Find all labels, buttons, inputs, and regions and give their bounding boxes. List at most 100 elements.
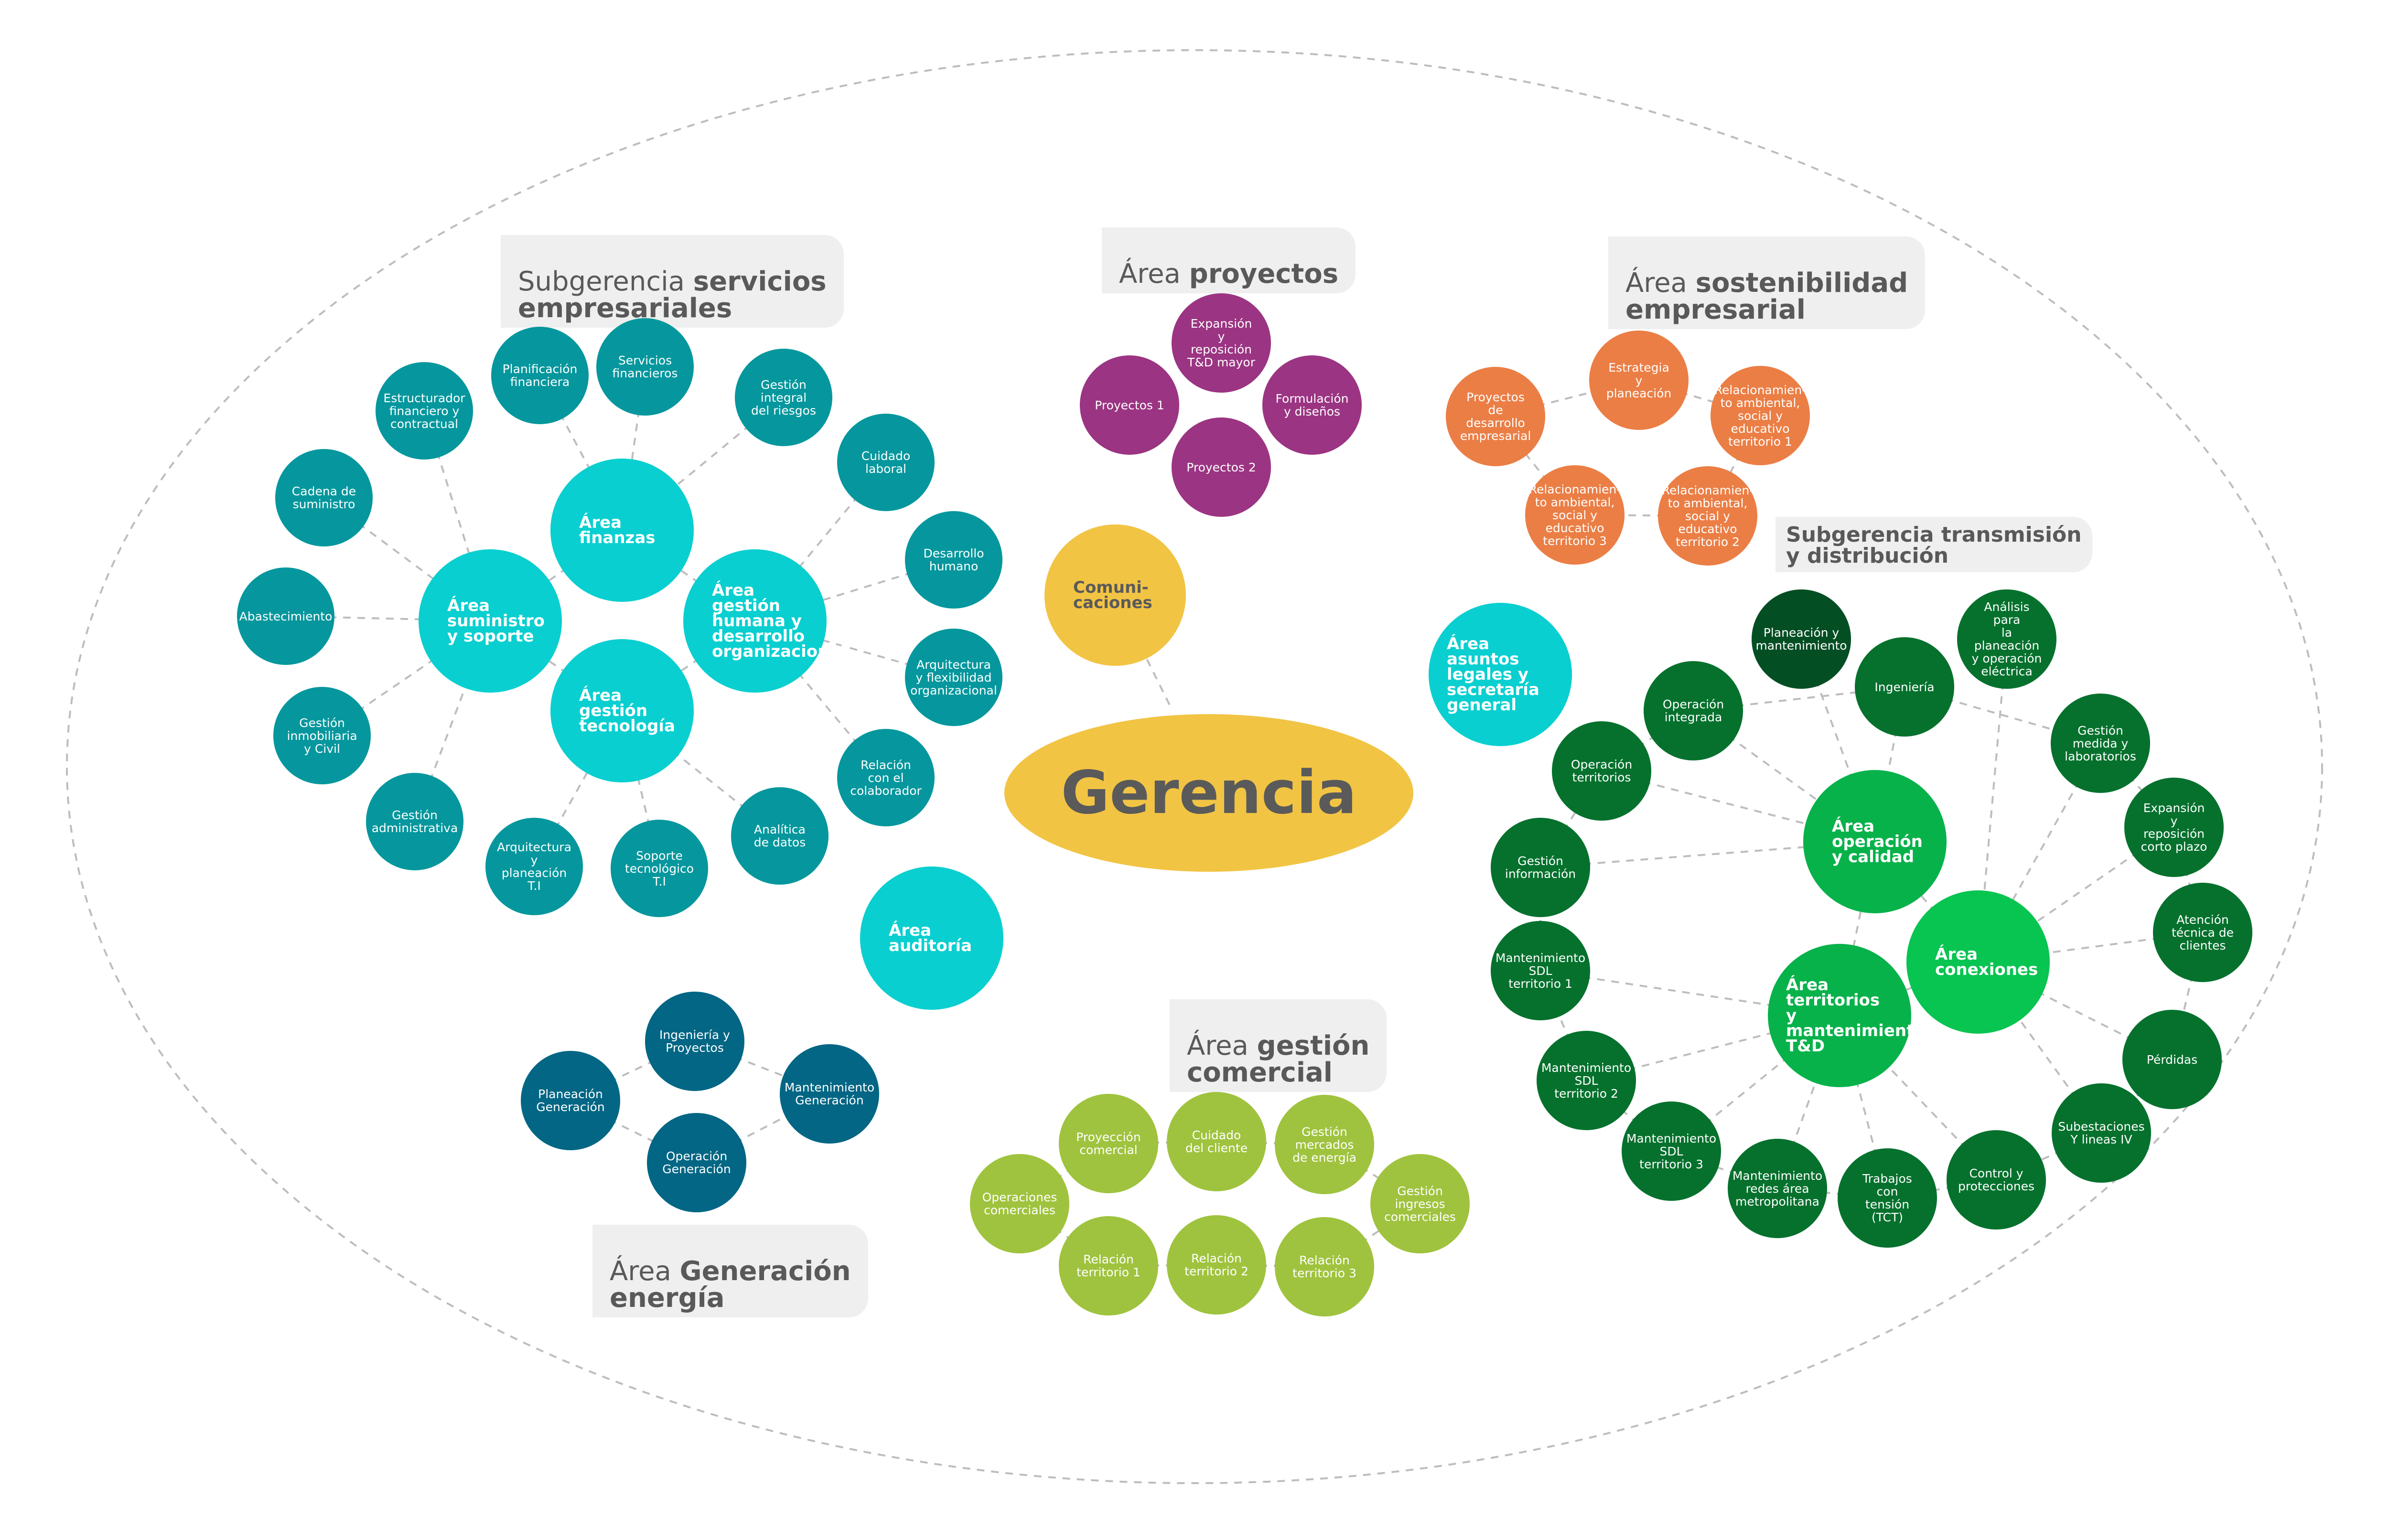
servicios-item-8: Abastecimiento <box>237 567 334 665</box>
sostenibilidad-item-3: Relacionamien- to ambiental, social y ed… <box>1711 366 1810 465</box>
transmision-item-17: Control y protecciones <box>1947 1130 2046 1230</box>
transmision-link <box>1839 961 1979 1016</box>
comercial-item-6-text: Relación territorio 1 <box>1076 1252 1141 1279</box>
auditoria-area-text: Área auditoría <box>889 921 972 955</box>
generacion-link <box>696 1093 830 1164</box>
transmision-item-3-text: Ingeniería <box>1874 680 1935 694</box>
sostenibilidad-item-2-text: Proyectos de desarrollo empresarial <box>1460 390 1531 443</box>
comercial-item-8-text: Relación territorio 3 <box>1292 1253 1356 1280</box>
servicios-item-10-text: Gestión inmobiliaria y Civil <box>287 716 357 756</box>
servicios-item-11: Relación con el colaborador <box>837 729 935 826</box>
servicios-item-14-text: Soporte tecnológico T.I <box>624 848 694 888</box>
transmision-item-13-text: Subestaciones Y lineas IV <box>2058 1120 2145 1146</box>
servicios-item-11-text: Relación con el colaborador <box>850 758 922 798</box>
gerencia-label: Gerencia <box>1061 759 1357 827</box>
servicios-item-9-text: Arquitectura y flexibilidad organizacion… <box>910 657 997 697</box>
transmision-item-8-text: Gestión información <box>1505 854 1576 881</box>
transmision-item-14: Mantenimiento SDL territorio 3 <box>1622 1102 1721 1201</box>
comercial-item-2-text: Cuidado del cliente <box>1185 1128 1248 1155</box>
proyectos-item-4: Proyectos 2 <box>1172 417 1271 517</box>
proyectos-item-4-text: Proyectos 2 <box>1186 460 1256 474</box>
transmision-item-1: Planeación y mantenimiento <box>1752 589 1851 689</box>
transmision-item-14-text: Mantenimiento SDL territorio 3 <box>1626 1131 1717 1171</box>
transmision-item-7: Expansión y reposición corto plazo <box>2124 778 2224 877</box>
servicios-item-13: Arquitectura y planeación T.I <box>485 818 583 915</box>
servicios-item-2: Servicios financieros <box>596 318 694 416</box>
transmision-item-5: Gestión medida y laboratorios <box>2051 694 2150 793</box>
comercial-item-4-text: Operaciones comerciales <box>982 1190 1057 1217</box>
generacion-item-4-text: Operación Generación <box>662 1149 731 1176</box>
transmision-item-11: Pérdidas <box>2122 1010 2222 1109</box>
label-sostenibilidad: Área sostenibilidad empresarial <box>1608 236 1926 329</box>
servicios-item-6: Cadena de suministro <box>275 449 373 546</box>
transmision-item-6: Operación territorios <box>1552 721 1651 821</box>
transmision-item-2-text: Análisis para la planeación y operación … <box>1971 600 2042 678</box>
servicios-item-5: Cuidado laboral <box>837 414 935 511</box>
transmision-link <box>1540 970 1840 1016</box>
label-transmision: Subgerencia transmisión y distribución <box>1776 517 2092 572</box>
transmision-item-3: Ingeniería <box>1855 637 1954 737</box>
transmision-item-8: Gestión información <box>1491 818 1590 917</box>
legales-area: Área asuntos legales y secretaría genera… <box>1429 603 1572 746</box>
transmision-link <box>1977 639 2008 962</box>
servicios-area-4: Área gestión tecnología <box>550 639 694 782</box>
sostenibilidad-item-5: Relacionamien- to ambiental, social y ed… <box>1658 466 1757 566</box>
sostenibilidad-item-3-text: Relacionamien- to ambiental, social y ed… <box>1714 383 1807 449</box>
outer-boundary <box>66 49 2323 1484</box>
generacion-item-2: Planeación Generación <box>521 1051 620 1150</box>
servicios-area-2-text: Área suministro y soporte <box>447 596 545 646</box>
transmision-item-16-text: Trabajos con tensión (TCT) <box>1862 1172 1912 1224</box>
servicios-item-8-text: Abastecimiento <box>239 609 333 623</box>
sostenibilidad-item-1: Estrategia y planeación <box>1589 331 1689 430</box>
label-servicios: Subgerencia servicios empresariales <box>501 235 844 328</box>
sostenibilidad-item-2: Proyectos de desarrollo empresarial <box>1446 367 1545 466</box>
servicios-item-4-text: Gestión integral del riesgos <box>751 377 816 417</box>
proyectos-item-1-text: Expansión y reposición T&D mayor <box>1187 317 1255 369</box>
comercial-item-3-text: Gestión mercados de energía <box>1292 1124 1356 1165</box>
transmision-item-9-text: Atención técnica de clientes <box>2172 912 2234 952</box>
sostenibilidad-item-5-text: Relacionamien- to ambiental, social y ed… <box>1661 483 1754 549</box>
generacion-item-3: Mantenimiento Generación <box>780 1044 879 1144</box>
servicios-item-4: Gestión integral del riesgos <box>735 349 832 446</box>
transmision-item-2: Análisis para la planeación y operación … <box>1957 589 2056 689</box>
servicios-item-6-text: Cadena de suministro <box>291 484 356 511</box>
servicios-area-3-text: Área gestión humana y desarrollo organiz… <box>712 581 846 661</box>
servicios-area-3: Área gestión humana y desarrollo organiz… <box>683 549 846 693</box>
servicios-item-10: Gestión inmobiliaria y Civil <box>273 687 371 784</box>
label-proyectos: Área proyectos <box>1102 227 1356 293</box>
servicios-area-1: Área finanzas <box>550 459 694 602</box>
servicios-item-15: Analítica de datos <box>731 787 829 885</box>
transmision-item-5-text: Gestión medida y laboratorios <box>2065 723 2136 763</box>
generacion-item-3-text: Mantenimiento Generación <box>784 1080 875 1107</box>
transmision-item-4: Operación integrada <box>1644 661 1743 760</box>
transmision-area-3-text: Área territorios y mantenimiento T&D <box>1786 975 1926 1056</box>
comunicaciones-node-text: Comuni- caciones <box>1073 578 1152 612</box>
transmision-item-15-text: Mantenimiento redes área metropolitana <box>1732 1168 1823 1208</box>
transmision-item-4-text: Operación integrada <box>1662 697 1724 724</box>
servicios-item-3: Estructurador financiero y contractual <box>376 362 473 460</box>
legales-area-text: Área asuntos legales y secretaría genera… <box>1447 634 1539 715</box>
generacion-item-1: Ingeniería y Proyectos <box>645 992 744 1091</box>
servicios-item-12-text: Gestión administrativa <box>371 808 458 835</box>
comercial-item-5-text: Gestión ingresos comerciales <box>1384 1184 1456 1224</box>
servicios-item-13-text: Arquitectura y planeación T.I <box>497 840 571 893</box>
auditoria-area: Área auditoría <box>860 866 1003 1010</box>
comercial-item-3: Gestión mercados de energía <box>1275 1095 1374 1194</box>
servicios-item-5-text: Cuidado laboral <box>861 449 911 476</box>
comercial-item-8: Relación territorio 3 <box>1275 1217 1374 1316</box>
label-generacion: Área Generación energía <box>592 1225 868 1317</box>
transmision-item-15: Mantenimiento redes área metropolitana <box>1728 1139 1827 1238</box>
servicios-item-14: Soporte tecnológico T.I <box>611 820 708 917</box>
proyectos-item-2-text: Proyectos 1 <box>1095 398 1164 412</box>
comercial-item-1-text: Proyección comercial <box>1076 1130 1141 1157</box>
servicios-item-7: Desarrollo humano <box>905 511 1002 609</box>
comercial-item-7: Relación territorio 2 <box>1167 1215 1266 1315</box>
servicios-area-2: Área suministro y soporte <box>419 549 562 693</box>
servicios-item-1: Planificación financiera <box>491 327 589 424</box>
gerencia-node: Gerencia <box>1004 714 1413 872</box>
sostenibilidad-item-1-text: Estrategia y planeación <box>1606 360 1672 400</box>
transmision-area-3: Área territorios y mantenimiento T&D <box>1768 944 1926 1087</box>
servicios-item-12: Gestión administrativa <box>366 773 463 870</box>
transmision-area-1: Área operación y calidad <box>1803 770 1947 913</box>
